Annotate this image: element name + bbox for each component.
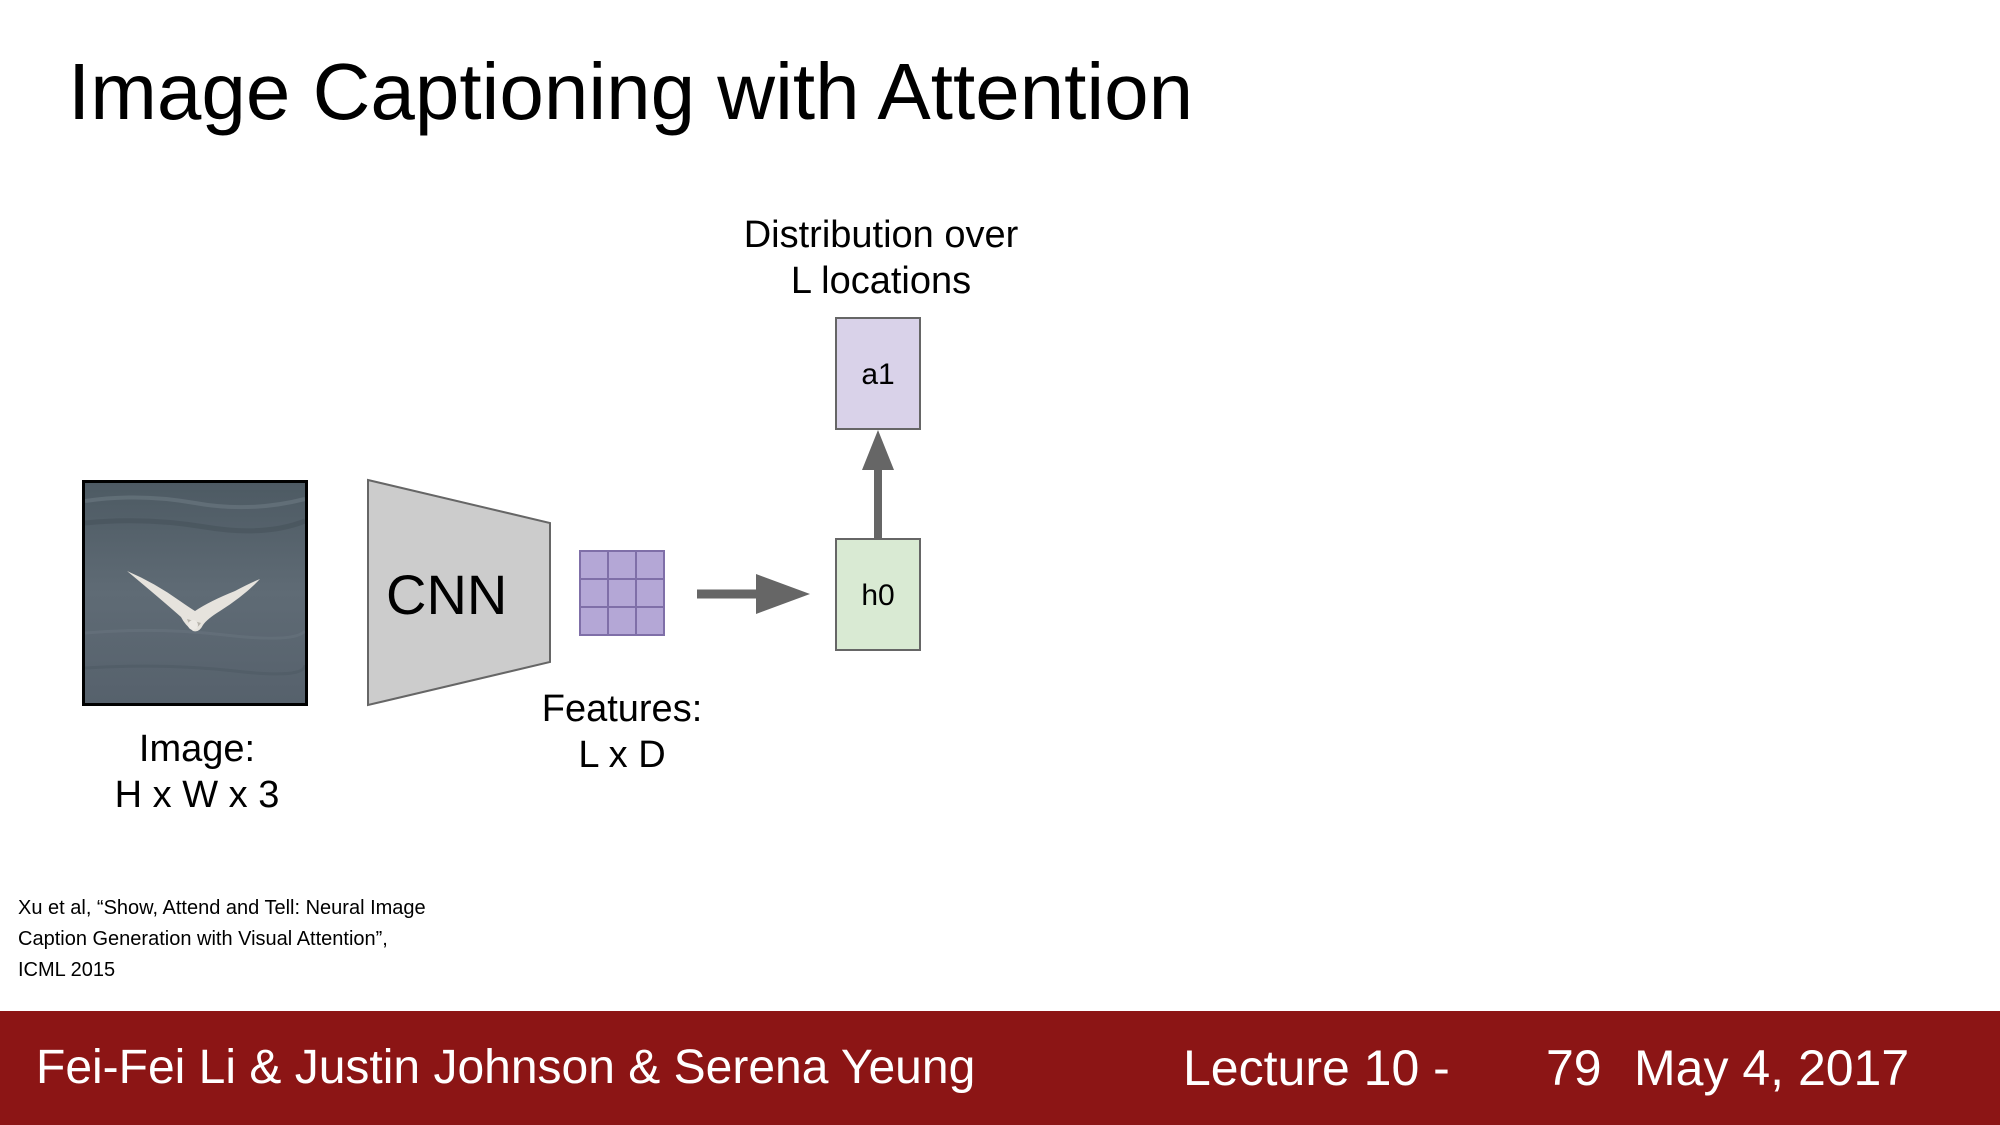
footer-authors: Fei-Fei Li & Justin Johnson & Serena Yeu… [36, 1041, 976, 1094]
bird-photo [85, 483, 305, 703]
cnn-label: CNN [386, 563, 508, 626]
image-label: Image: H x W x 3 [92, 726, 302, 818]
arrow-h0-to-a1 [862, 430, 894, 539]
h0-box [835, 538, 921, 651]
diagram-shapes [367, 317, 921, 707]
a1-box [835, 317, 921, 430]
arrow-features-to-h0 [697, 574, 810, 614]
distribution-label-line1: Distribution over [743, 214, 1019, 256]
feature-grid [579, 550, 665, 636]
features-label-line1: Features: [541, 688, 703, 730]
input-image [82, 480, 308, 706]
distribution-label: Distribution over L locations [716, 212, 1046, 304]
image-label-line1: Image: [138, 728, 256, 770]
cnn-block [367, 478, 551, 707]
a1-label: a1 [861, 358, 895, 391]
citation: Xu et al, “Show, Attend and Tell: Neural… [18, 897, 426, 981]
footer-date: May 4, 2017 [1634, 1040, 1910, 1096]
footer-page-number: 79 [1546, 1040, 1602, 1096]
image-label-line2: H x W x 3 [114, 774, 280, 816]
features-label: Features: L x D [522, 686, 722, 778]
footer-bar: Fei-Fei Li & Justin Johnson & Serena Yeu… [0, 1011, 2000, 1125]
footer-lecture: Lecture 10 - [1183, 1040, 1450, 1096]
slide-title: Image Captioning with Attention [68, 47, 1194, 136]
distribution-label-line2: L locations [790, 260, 972, 302]
features-label-line2: L x D [578, 734, 666, 776]
h0-label: h0 [861, 579, 895, 612]
